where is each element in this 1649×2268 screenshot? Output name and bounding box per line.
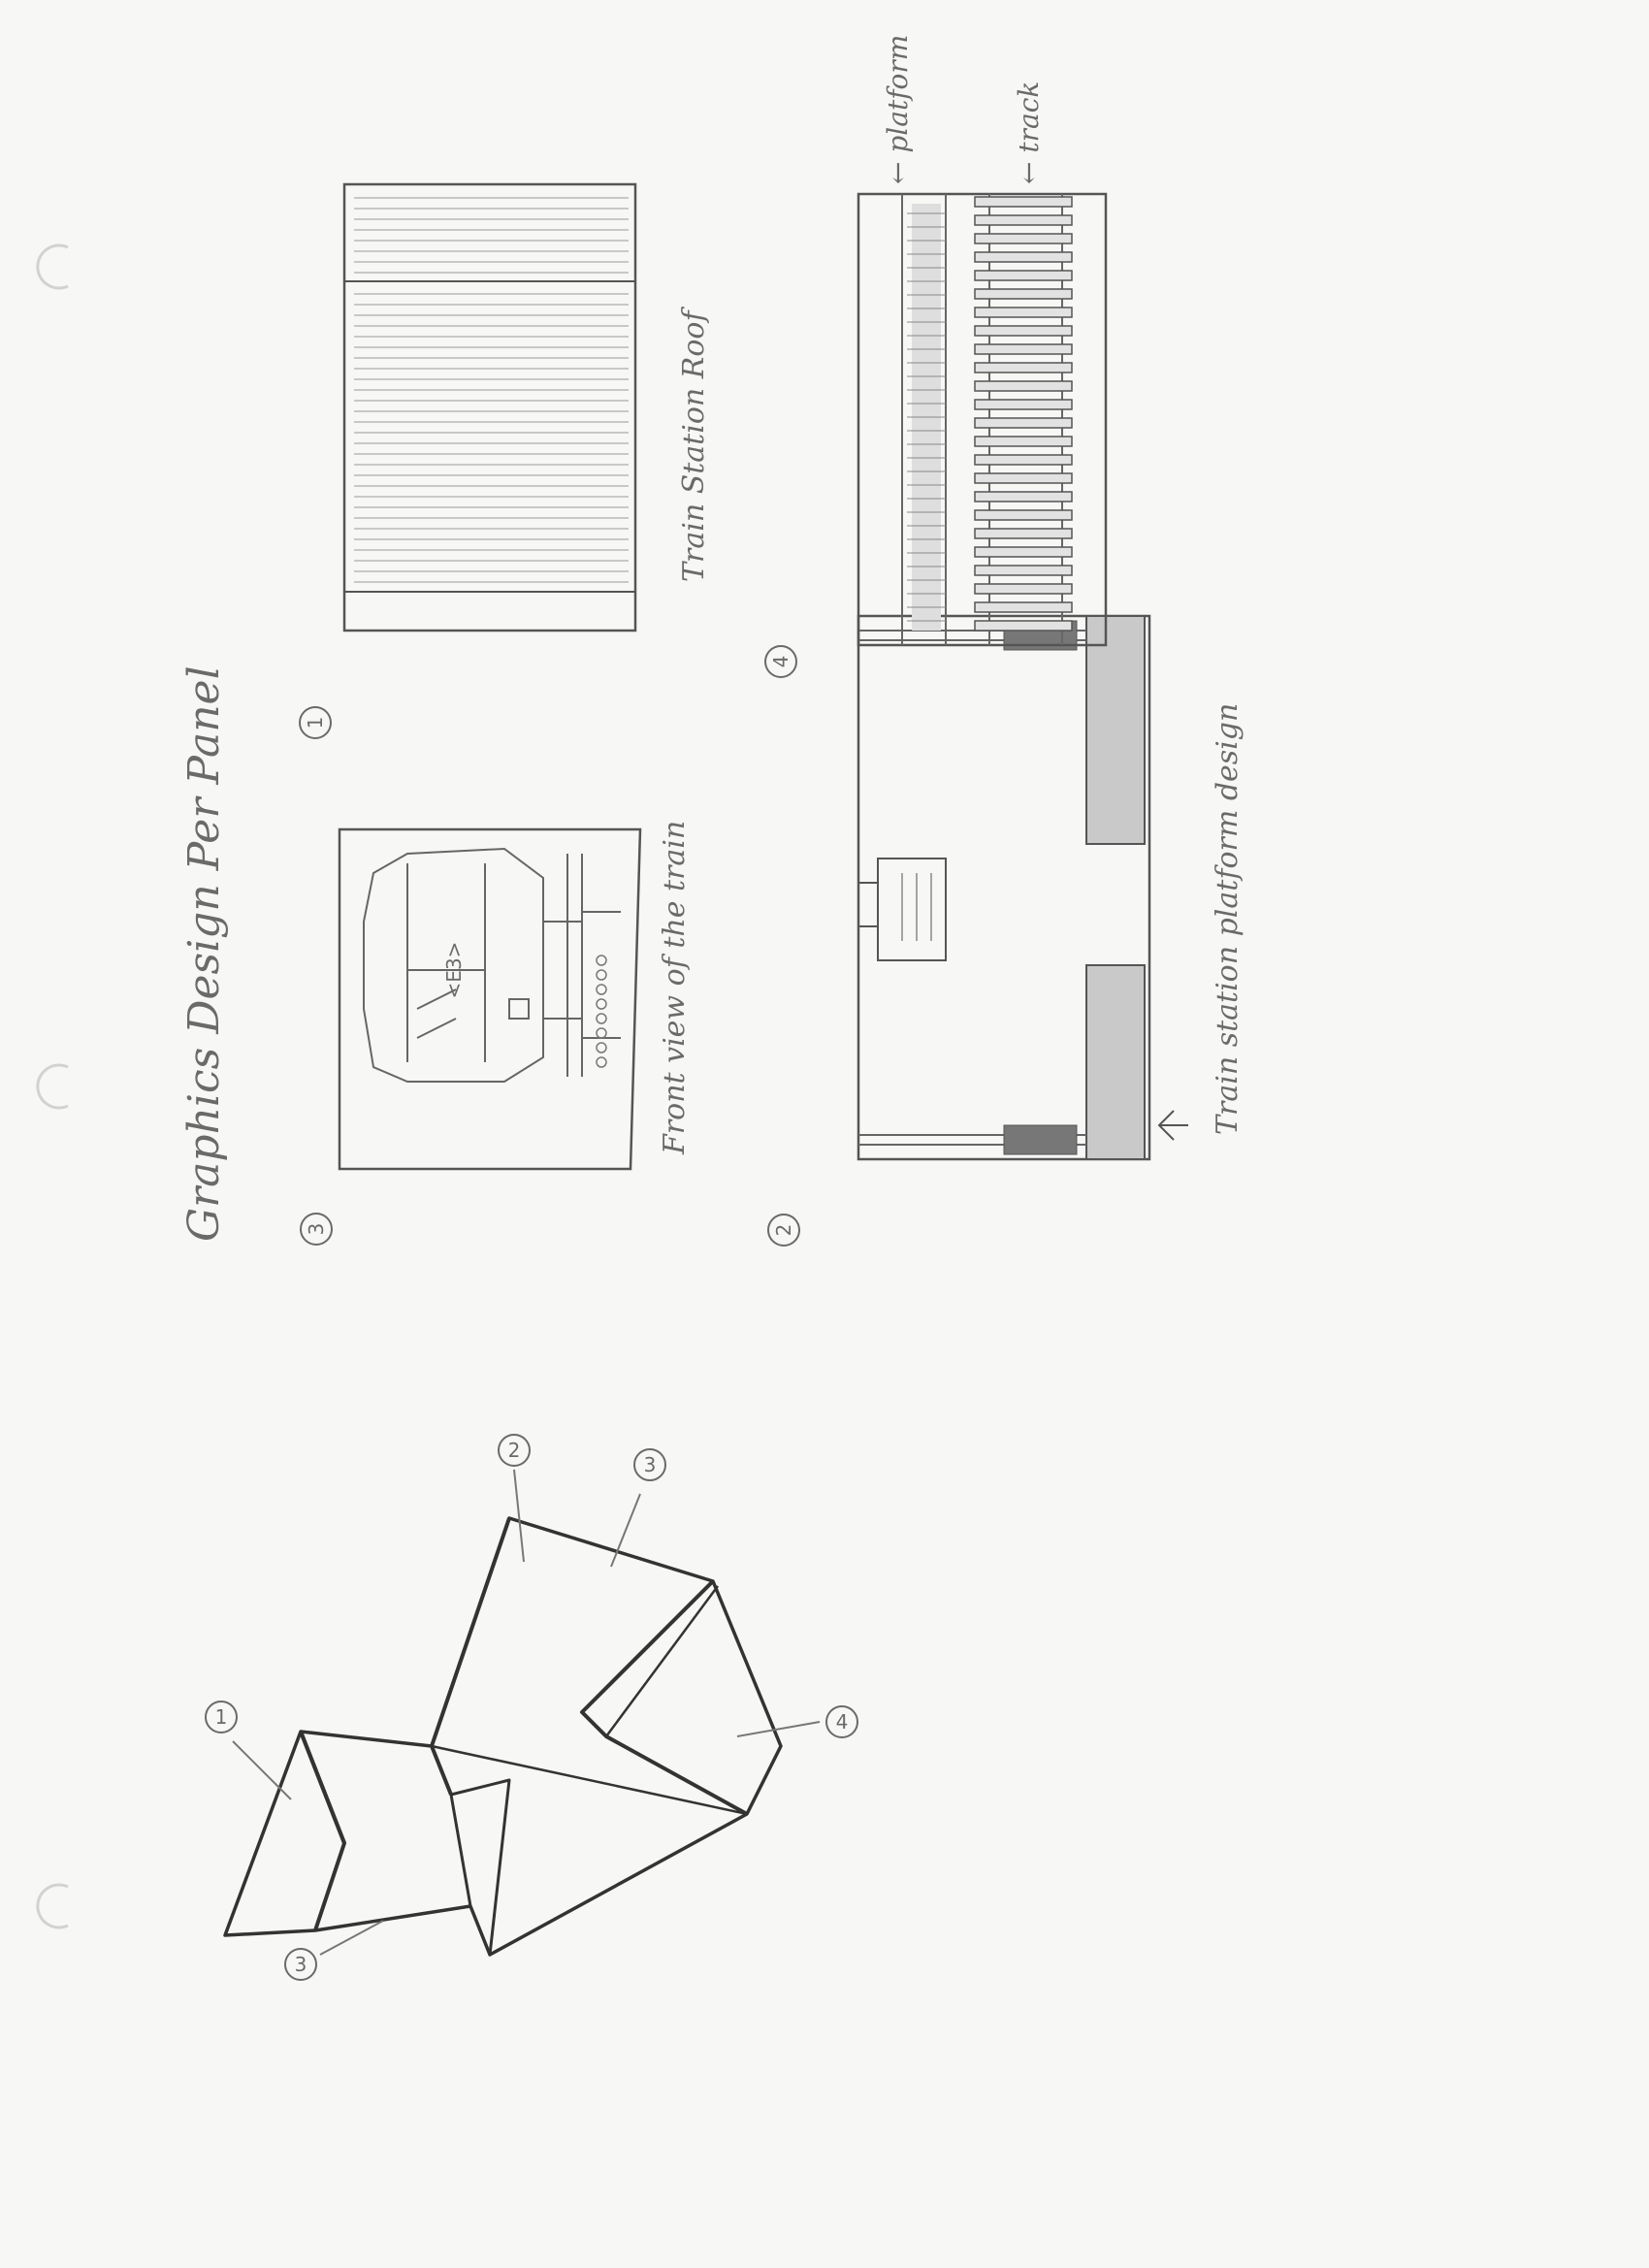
track-sleeper [975, 252, 1072, 262]
panel-1-number: 1 [300, 707, 331, 738]
train-sign: <E3> [442, 942, 466, 999]
panel-4-number: 4 [765, 646, 796, 677]
track-label: ← track [1013, 81, 1045, 184]
page-title: Graphics Design Per Panel [179, 665, 229, 1242]
track-sleeper [975, 566, 1072, 575]
svg-text:3: 3 [644, 1453, 657, 1476]
track-sleeper [975, 363, 1072, 373]
track-sleeper [975, 418, 1072, 428]
binder-holes [38, 245, 68, 1928]
train-drawing [364, 849, 621, 1082]
panel-2-number: 2 [768, 1215, 799, 1246]
track-sleeper [975, 197, 1072, 207]
callout-2: 2 [499, 1435, 530, 1562]
track-sleeper [975, 271, 1072, 280]
platform-design-caption: Train station platform design [1211, 703, 1245, 1135]
iso-callouts: 1 2 3 3 4 [206, 1435, 857, 1980]
svg-text:3: 3 [295, 1953, 307, 1976]
svg-text:2: 2 [772, 1224, 795, 1237]
roof-slats [354, 198, 629, 582]
svg-text:4: 4 [769, 656, 792, 668]
svg-text:1: 1 [304, 717, 327, 729]
track-sleeper [975, 308, 1072, 317]
train-front-caption: Front view of the train [658, 821, 692, 1155]
track-sleeper [975, 584, 1072, 594]
track-sleeper [975, 234, 1072, 243]
rotated-panels: Graphics Design Per Panel 3 [179, 35, 1245, 1246]
track-sleeper [975, 473, 1072, 483]
roof-caption: Train Station Roof [677, 307, 711, 582]
svg-text:1: 1 [215, 1705, 228, 1729]
track-sleeper [975, 381, 1072, 391]
train-wheels [597, 956, 606, 1067]
track-sleeper [975, 602, 1072, 612]
track-sleeper [975, 437, 1072, 446]
track-sleeper [975, 529, 1072, 538]
track-sleeper [975, 344, 1072, 354]
isometric-station-sketch [225, 1518, 781, 1955]
callout-4: 4 [737, 1706, 857, 1737]
track-sleeper [975, 326, 1072, 336]
platform-design-panel: Train station platform design [858, 616, 1245, 1159]
callout-3a: 3 [611, 1449, 665, 1567]
callout-1: 1 [206, 1701, 291, 1799]
track-sleeper [975, 492, 1072, 502]
track-panel: ← platform ← track [858, 35, 1106, 645]
track-sleeper [975, 621, 1072, 631]
svg-text:3: 3 [305, 1223, 328, 1236]
track-sleeper [975, 510, 1072, 520]
svg-text:2: 2 [508, 1439, 521, 1462]
track-sleeper [975, 215, 1072, 225]
track-sleeper [975, 455, 1072, 465]
train-front-panel: <E3> Front view of the train [340, 821, 692, 1169]
track-sleeper [975, 547, 1072, 557]
panel-3-number: 3 [301, 1214, 332, 1245]
roof-panel: Train Station Roof [344, 184, 711, 631]
platform-label: ← platform [882, 35, 914, 184]
track-sleeper [975, 400, 1072, 409]
track-sleeper [975, 289, 1072, 299]
svg-text:4: 4 [836, 1710, 849, 1733]
